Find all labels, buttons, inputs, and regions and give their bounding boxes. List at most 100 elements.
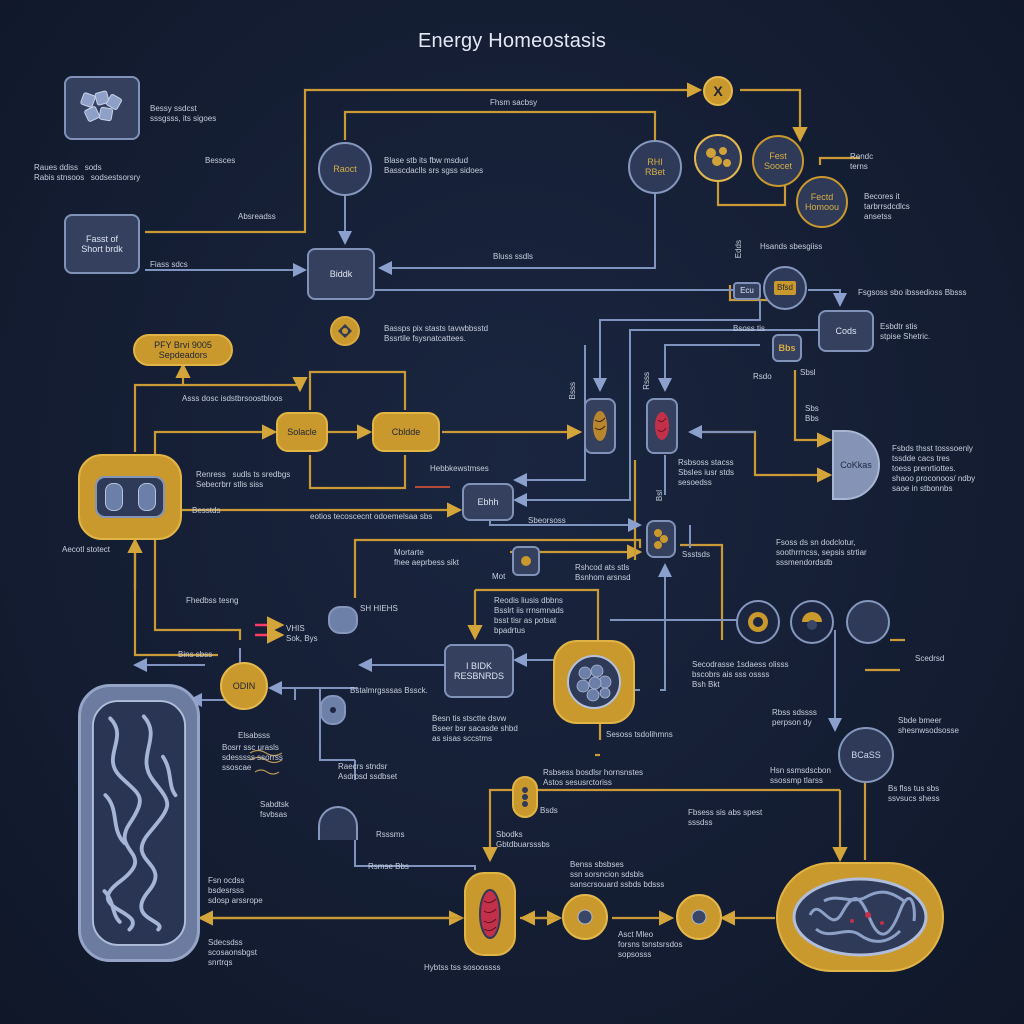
organ-tissue[interactable] [78,684,200,962]
mitochondria-icon [479,889,501,939]
label-sbsl: Sbsl [800,368,816,377]
label-bsds: Bsds [540,806,558,815]
label-renrss: Renress sudls ts sredbgs Sebecrbrr stlis… [196,470,291,489]
cell-cluster-box[interactable] [64,76,140,140]
label-sabdtsk: Sabdtsk fsvbsas [260,800,289,819]
label-hsn: Hsn ssmsdscbon ssossmp tlarss [770,766,831,785]
label-fiass: Fiass sdcs [150,260,188,269]
ring-circle-a[interactable] [736,600,780,644]
cell-receptor-box[interactable] [78,454,182,540]
cbldde-box[interactable]: Cbldde [372,412,440,452]
label-sstsds: Ssstsds [682,550,711,559]
tissue-icon [91,700,187,946]
label-sbodks: Sbodks Gbtdbuarsssbs [496,830,550,849]
label-bessces: Bessces [205,156,236,165]
red-cell-box-b[interactable] [646,398,678,454]
label-fsbds: Fsbds thsst tosssoenly tssdde cacs tres … [892,444,976,493]
label-raecrm: Raecrs stndsr Asdrosd ssdbset [338,762,398,781]
rhi-circle[interactable]: RHI RBet [628,140,682,194]
dot-icon [330,707,336,713]
ring-circle-b[interactable] [790,600,834,644]
label-fsoss: Fsoss ds sn dodclotur, soothrrncss, seps… [776,538,867,567]
label-hsands: Hsands sbesgiiss [760,242,823,251]
label-rendc: Rendc terns [850,152,874,171]
label-fsnodss: Fsn ocdss bsdesrsss sdosp arssrope [208,876,263,905]
red-organelle-box[interactable] [464,872,516,956]
label-vhls: VHIS Sok, Bys [286,624,318,643]
vesicle-box[interactable] [553,640,635,724]
label-absreadss: Absreadss [238,212,276,221]
cell-cluster-icon [80,90,122,122]
biddk-box[interactable]: Biddk [307,248,375,300]
raoct-circle[interactable]: Raoct [318,142,372,196]
label-elsabsss: Elsabsss [238,731,271,740]
gold-dot-b[interactable] [676,894,722,940]
label-bsss: Bsss [568,382,577,400]
arch-node[interactable] [318,806,358,840]
label-asss: Asss dosc isdstbrsoostbloos [182,394,283,403]
red-organelle-icon [655,412,669,440]
mitochondrion-large[interactable] [776,862,944,972]
cods-box[interactable]: Cods [818,310,874,352]
ecu-box[interactable]: Ecu [733,282,761,300]
label-mortarte: Mortarte fhee aeprbess sikt [394,548,459,567]
label-secodrasse: Secodrasse 1sdaess olisss bscobrs ais ss… [692,660,789,689]
enzyme-circle[interactable] [694,134,742,182]
x-hub-circle[interactable]: X [703,76,733,106]
ebhh-box[interactable]: Ebhh [462,483,514,521]
label-rbss: Rbss sdssss perpson dy [772,708,817,727]
half-ring-icon [802,612,822,630]
label-fhedbss: Fhedbss tesng [186,596,239,605]
label-fhsm: Fhsm sacbsy [490,98,538,107]
gold-dot-a[interactable] [562,894,608,940]
label-rsssms: Rsssms [376,830,405,839]
label-bsoss: Bsoss tis [733,324,766,333]
granule-icon [654,529,668,549]
receptor-inner [95,476,165,518]
bfsd-circle[interactable]: Bfsd [763,266,807,310]
bug-icon [338,324,352,338]
label-sbde: Sbde bmeer shesnwsodsosse [898,716,959,735]
label-besmst: Besn tis stsctte dsvw Bseer bsr sacasde … [432,714,518,743]
fectd-circle[interactable]: Fectd Homoou [796,176,848,228]
label-bsl: Bsl [655,490,664,502]
fasst-box[interactable]: Fasst of Short brdk [64,214,140,274]
probe-dot[interactable] [320,695,346,725]
mot-box[interactable] [512,546,540,576]
label-rsbsess: Rsbsess bosdlsr hornsnstes Astos sesusrc… [543,768,644,787]
bcass-circle[interactable]: BCaSS [838,727,894,783]
solacle-box[interactable]: Solacle [276,412,328,452]
label-blase: Blase stb its fbw msdud Basscdaclls srs … [384,156,484,175]
label-fsgsoss: Fsgsoss sbo ibssedioss Bbsss [858,288,967,297]
odin-circle[interactable]: ODIN [220,662,268,710]
gold-capsule[interactable] [512,776,538,818]
label-sesoss: Sesoss tsdolihmns [606,730,673,739]
label-bessy: Bessy ssdcst sssgsss, its sigoes [150,104,217,123]
fest-circle[interactable]: Fest Soocet [752,135,804,187]
ring-circle-c[interactable] [846,600,890,644]
label-hebses: Hebbkewstmses [430,464,489,473]
label-sbeoss: Sbeorsoss [528,516,566,525]
dot-b-icon [691,909,707,925]
red-cell-box-a[interactable] [584,398,616,454]
label-esbdtr: Esbdtr stis stpise Shetric. [880,322,931,341]
capsule-probe[interactable] [328,606,358,634]
label-bscasssl: Bstalmrgsssas Bssck. [350,686,428,695]
diagram-title: Energy Homeostasis [417,30,607,52]
ring-icon [748,612,768,632]
vesicle-icon [567,655,621,709]
receptor-capsule-right [137,483,156,511]
label-bins: Bins sbss [178,650,213,659]
label-fbsess: Fbsess sis abs spest sssdss [688,808,763,827]
bug-icon-circle[interactable] [330,316,360,346]
brsk-box[interactable]: I BIDK RESBNRDS [444,644,514,698]
label-rsmse: Rsmse Bbs [368,862,409,871]
gold-cell-box[interactable] [646,520,676,558]
pfy-pill[interactable]: PFY Brvi 9005 Sepdeadors [133,334,233,366]
bbs-box[interactable]: Bbs [772,334,802,362]
label-rsbsoss: Rsbsoss stacss Sbsles iusr stds sesoedss [678,458,735,487]
molecule-icon [706,147,731,167]
label-bassps: Bassps pix stasts tavwbbsstd Bssrtile fs… [384,324,489,343]
label-edds: Edds [734,240,743,259]
